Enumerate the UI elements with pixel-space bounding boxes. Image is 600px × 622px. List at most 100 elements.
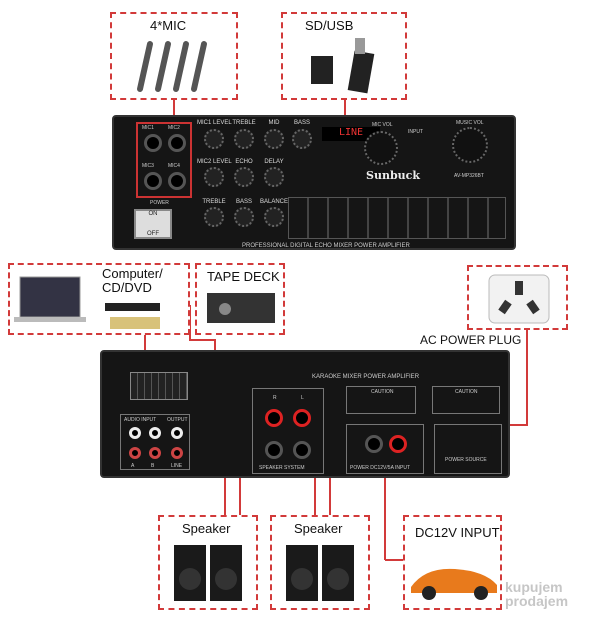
speaker-terminals: R L SPEAKER SYSTEM <box>252 388 324 474</box>
power-label: POWER <box>150 200 169 206</box>
speaker-terminal[interactable] <box>265 409 283 427</box>
delay-label: DELAY <box>264 159 284 165</box>
sd-usb-icon <box>311 38 375 94</box>
rca-jack[interactable] <box>149 427 161 439</box>
power-switch[interactable]: ON OFF <box>134 209 172 239</box>
mic-jack[interactable] <box>144 134 162 152</box>
input-label: INPUT <box>408 129 423 135</box>
a-label: A <box>131 463 135 469</box>
caution-label-box-2: CAUTION <box>432 386 500 414</box>
mic-jack[interactable] <box>168 172 186 190</box>
caution-label-2: CAUTION <box>455 389 478 395</box>
speaker-label-1: Speaker <box>182 521 231 536</box>
dc-terminal[interactable] <box>389 435 407 453</box>
sdusb-label: SD/USB <box>305 18 354 33</box>
mic2-label: MIC2 <box>168 125 180 131</box>
l-label: L <box>301 395 304 401</box>
audio-input-label: AUDIO INPUT <box>124 417 157 423</box>
speaker-label-2: Speaker <box>294 521 343 536</box>
knob[interactable] <box>264 207 284 227</box>
power-source-panel: POWER SOURCE <box>434 424 502 474</box>
rca-jack[interactable] <box>171 427 183 439</box>
bass-label-2: BASS <box>235 199 252 205</box>
speakers-icon <box>286 545 354 601</box>
speaker-terminal[interactable] <box>265 441 283 459</box>
knob[interactable] <box>204 207 224 227</box>
knob[interactable] <box>264 129 284 149</box>
speaker-box-2: Speaker <box>270 515 370 610</box>
speaker-terminal[interactable] <box>293 409 311 427</box>
mic3-label: MIC3 <box>142 163 154 169</box>
watermark: kupujem prodajem <box>505 579 569 609</box>
mic-jack[interactable] <box>168 134 186 152</box>
tape-deck-box: TAPE DECK <box>195 263 285 335</box>
mic2-level-label: MIC2 LEVEL <box>197 159 232 165</box>
knob[interactable] <box>234 207 254 227</box>
mic-vol-knob[interactable] <box>364 131 398 165</box>
r-label: R <box>273 395 277 401</box>
equalizer-sliders[interactable] <box>288 197 506 239</box>
mic1-level-label: MIC1 LEVEL <box>197 120 232 126</box>
speaker-box-1: Speaker <box>158 515 258 610</box>
sdusb-box: SD/USB <box>281 12 407 100</box>
ac-power-plug-label: AC POWER PLUG <box>420 333 522 347</box>
dc-input-panel: POWER DC12V/5A INPUT <box>346 424 424 474</box>
power-source-label: POWER SOURCE <box>445 457 487 463</box>
knob[interactable] <box>234 129 254 149</box>
mic-vol-label: MIC VOL <box>372 122 393 128</box>
dc-terminal[interactable] <box>365 435 383 453</box>
mic-label: 4*MIC <box>150 18 187 33</box>
mic-inputs: MIC1 MIC2 MIC3 MIC4 <box>136 122 192 198</box>
output-label: OUTPUT <box>167 417 188 423</box>
music-vol-knob[interactable] <box>452 127 488 163</box>
mic-jack[interactable] <box>144 172 162 190</box>
treble-label: TREBLE <box>232 120 256 126</box>
car-icon <box>411 568 497 600</box>
balance-label: BALANCE <box>259 199 288 205</box>
laptop-dvd-icon <box>14 276 160 329</box>
dc-input-box: DC12V INPUT <box>403 515 502 610</box>
caution-label: CAUTION <box>371 389 394 395</box>
speaker-terminal[interactable] <box>293 441 311 459</box>
line-label: LINE <box>171 463 183 469</box>
power-off-label: OFF <box>147 231 159 237</box>
knob[interactable] <box>292 129 312 149</box>
mid-label: MID <box>268 120 280 126</box>
mic4-label: MIC4 <box>168 163 180 169</box>
amplifier-rear-panel: KARAOKE MIXER POWER AMPLIFIER AUDIO INPU… <box>100 350 510 478</box>
tape-deck-icon <box>207 293 275 323</box>
speakers-icon <box>174 545 242 601</box>
computer-box: Computer/CD/DVD <box>8 263 190 335</box>
treble-label-2: TREBLE <box>202 199 226 205</box>
rear-title: KARAOKE MIXER POWER AMPLIFIER <box>312 374 420 380</box>
b-label: B <box>151 463 155 469</box>
audio-io-panel: AUDIO INPUT OUTPUT A B LINE <box>120 414 190 470</box>
knob[interactable] <box>204 167 224 187</box>
power-dc-label: POWER DC12V/5A INPUT <box>350 465 411 471</box>
rca-jack[interactable] <box>171 447 183 459</box>
mic-box: 4*MIC <box>110 12 238 100</box>
ac-plug-box <box>467 265 568 330</box>
knob[interactable] <box>264 167 284 187</box>
computer-label-line1: Computer/ <box>102 266 163 281</box>
model-label: AV-MP326BT <box>454 173 484 179</box>
tagline: PROFESSIONAL DIGITAL ECHO MIXER POWER AM… <box>242 243 410 249</box>
speaker-system-label: SPEAKER SYSTEM <box>259 465 305 471</box>
amplifier-front-panel: MIC1 MIC2 MIC3 MIC4 POWER ON OFF MIC1 LE… <box>112 115 516 250</box>
dc-input-label: DC12V INPUT <box>415 525 500 540</box>
rca-jack[interactable] <box>149 447 161 459</box>
rca-jack[interactable] <box>129 447 141 459</box>
computer-label-line2: CD/DVD <box>102 280 152 295</box>
rca-jack[interactable] <box>129 427 141 439</box>
bass-label: BASS <box>293 120 310 126</box>
caution-label-box: CAUTION <box>346 386 416 414</box>
frequency-graph <box>130 372 188 400</box>
knob[interactable] <box>204 129 224 149</box>
power-on-label: ON <box>148 211 158 217</box>
power-outlet-icon <box>488 274 550 324</box>
microphones-icon <box>137 41 207 92</box>
music-vol-label: MUSIC VOL <box>456 120 484 126</box>
knob[interactable] <box>234 167 254 187</box>
brand-logo: Sunbuck <box>366 169 420 182</box>
echo-label: ECHO <box>235 159 253 165</box>
